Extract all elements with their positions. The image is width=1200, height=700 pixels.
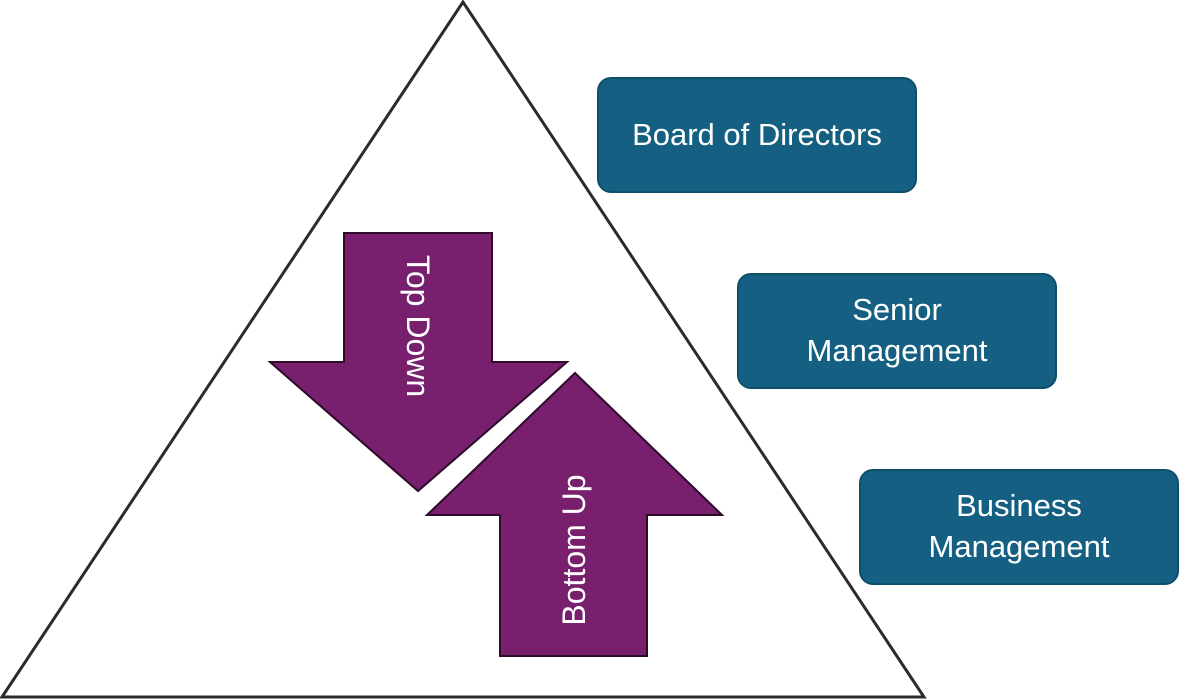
level-label: Board of Directors <box>632 116 882 152</box>
level-label: Senior Management <box>806 292 988 368</box>
up-arrow-shape <box>424 371 725 657</box>
level-business-management: Business Management <box>859 469 1179 585</box>
top-down-arrow: Top Down <box>267 232 570 493</box>
level-board-of-directors: Board of Directors <box>597 77 917 193</box>
bottom-up-arrow: Bottom Up <box>424 371 725 657</box>
bottom-up-label: Bottom Up <box>556 474 592 625</box>
top-down-label: Top Down <box>400 255 436 397</box>
level-senior-management: Senior Management <box>737 273 1057 389</box>
down-arrow-shape <box>267 232 570 493</box>
level-label: Business Management <box>928 488 1110 564</box>
